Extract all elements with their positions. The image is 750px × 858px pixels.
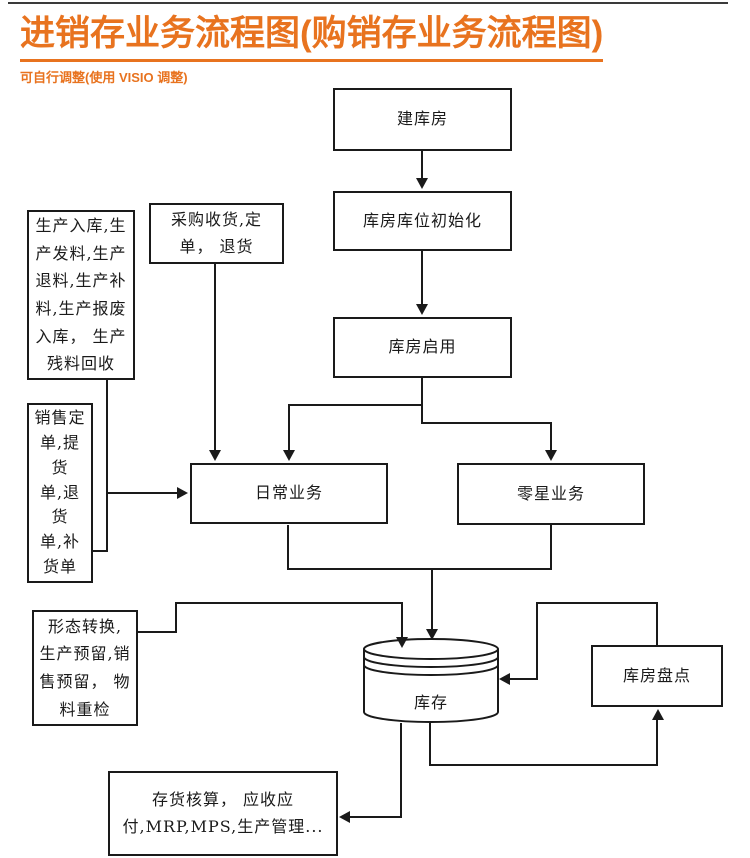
connector-segment (510, 678, 538, 680)
arrowhead-down-icon (545, 450, 557, 461)
node-purchase-receipts: 采购收货,定 单， 退货 (149, 203, 284, 264)
connector-segment (92, 550, 108, 552)
connector-segment (429, 723, 431, 766)
connector-segment (656, 719, 658, 766)
node-stocktaking: 库房盘点 (591, 645, 723, 707)
arrowhead-right-icon (177, 487, 188, 499)
connector-segment (288, 404, 423, 406)
connector-segment (214, 264, 216, 452)
top-divider (8, 2, 728, 4)
connector-segment (288, 404, 290, 452)
node-inventory-cylinder: 库存 (363, 638, 499, 723)
connector-segment (137, 631, 177, 633)
node-build-warehouse: 建库房 (333, 88, 512, 151)
connector-segment (400, 723, 402, 818)
connector-segment (537, 602, 658, 604)
node-production-moves: 生产入库,生 产发料,生产 退料,生产补 料,生产报废 入库， 生产 残料回收 (27, 210, 135, 380)
node-warehouse-enable: 库房启用 (333, 317, 512, 378)
connector-segment (106, 492, 178, 494)
node-sales-orders: 销售定 单,提 货 单,退 货 单,补 货单 (27, 403, 93, 583)
connector-segment (656, 602, 658, 646)
node-daily-business: 日常业务 (190, 463, 388, 524)
connector-segment (350, 816, 402, 818)
arrowhead-down-icon (416, 304, 428, 315)
arrowhead-down-icon (209, 450, 221, 461)
connector-segment (550, 525, 552, 570)
connector-segment (175, 602, 403, 604)
connector-segment (536, 602, 538, 680)
inventory-label: 库存 (413, 693, 448, 712)
connector-segment (175, 602, 177, 633)
connector-segment (421, 251, 423, 306)
node-misc-business: 零星业务 (457, 463, 645, 525)
page-title: 进销存业务流程图(购销存业务流程图) (20, 14, 604, 63)
connector-segment (421, 150, 423, 181)
arrowhead-down-icon (396, 637, 408, 648)
connector-segment (106, 380, 108, 552)
connector-segment (431, 568, 433, 630)
connector-segment (421, 422, 552, 424)
arrowhead-down-icon (416, 178, 428, 189)
connector-segment (421, 378, 423, 424)
node-form-transform: 形态转换, 生产预留,销 售预留， 物 料重检 (32, 610, 138, 726)
connector-segment (401, 602, 403, 638)
connector-segment (550, 422, 552, 452)
node-accounting: 存货核算， 应收应 付,MRP,MPS,生产管理... (108, 771, 338, 856)
page-subtitle: 可自行调整(使用 VISIO 调整) (20, 70, 188, 85)
arrowhead-down-icon (426, 629, 438, 640)
connector-segment (287, 568, 552, 570)
arrowhead-up-icon (652, 709, 664, 720)
connector-segment (429, 764, 658, 766)
connector-segment (287, 525, 289, 570)
arrowhead-down-icon (283, 450, 295, 461)
node-location-init: 库房库位初始化 (333, 191, 512, 251)
arrowhead-left-icon (339, 811, 350, 823)
arrowhead-left-icon (499, 673, 510, 685)
